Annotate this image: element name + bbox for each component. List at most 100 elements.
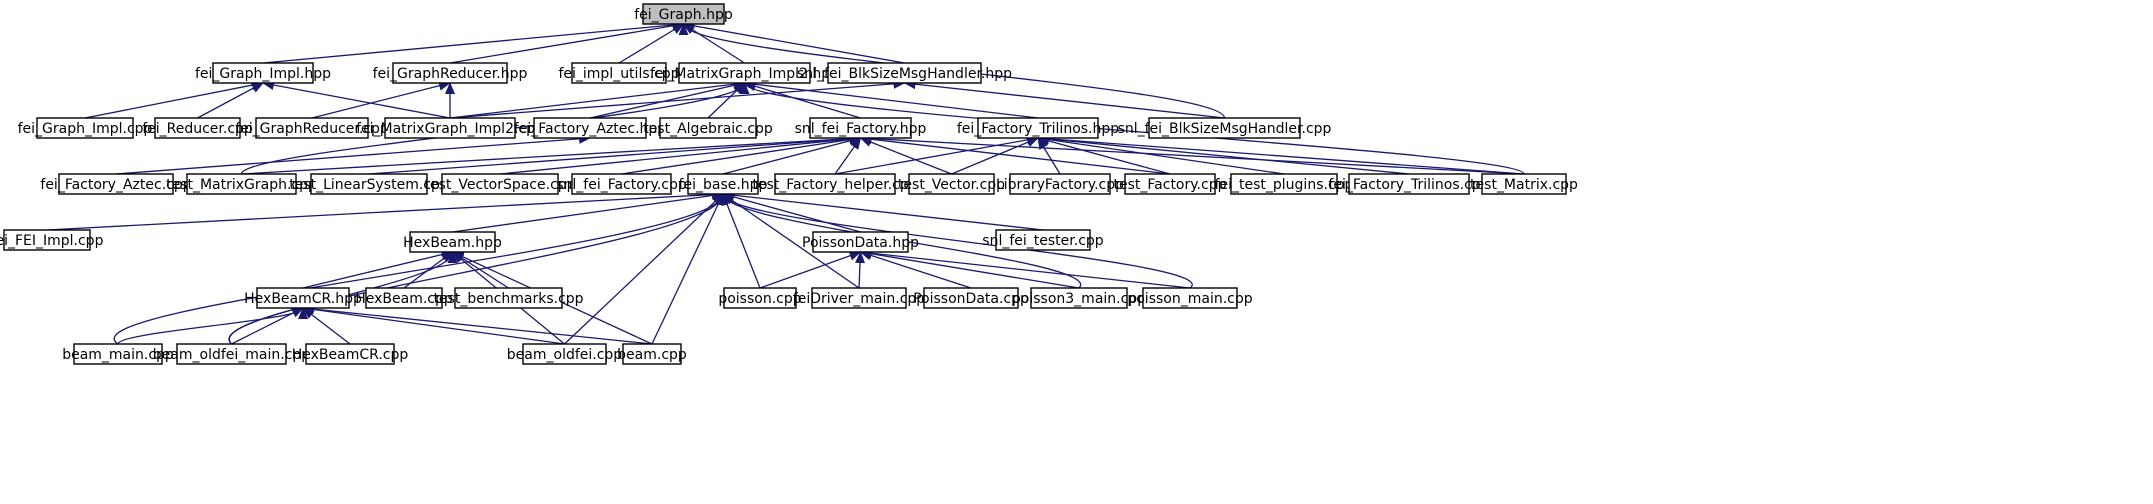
node-box [58,173,174,195]
node-poisson_main_cpp[interactable]: poisson_main.cpp [1127,287,1253,309]
node-beam_oldfei_cpp[interactable]: beam_oldfei.cpp [507,343,623,365]
node-box [642,3,725,25]
edge-fei_MatrixGraph_Impl2_cpp-to-fei_Graph_Impl_hpp [262,80,451,119]
node-box [811,287,907,309]
node-box [305,343,395,365]
edge-poisson_cpp-to-PoissonData_hpp [759,251,862,289]
edge-test_Factory_cpp-to-snl_fei_Factory_hpp [859,134,1171,175]
node-fei_MatrixGraph_Impl2_hpp[interactable]: fei_MatrixGraph_Impl2.hpp [650,62,839,84]
node-fei_Graph_hpp[interactable]: fei_Graph.hpp [634,3,733,25]
node-label: fei_Factory_Trilinos.cpp [1328,177,1489,193]
node-test_LinearSystem_cpp[interactable]: test_LinearSystem.cpp [289,173,449,195]
node-label: snl_fei_BlkSizeMsgHandler.hpp [797,66,1012,82]
node-label: test_Factory_helper.cpp [752,177,917,193]
node-box [723,287,797,309]
node-test_Factory_helper_cpp[interactable]: test_Factory_helper.cpp [752,173,918,195]
node-label: poisson.cpp [718,291,801,307]
node-test_Factory_cpp[interactable]: test_Factory.cpp [1114,173,1227,195]
node-beam_cpp[interactable]: beam.cpp [617,343,687,365]
node-box [571,173,672,195]
edge-beam_main_cpp-to-HexBeamCR_hpp [117,307,308,345]
node-fei_Factory_Aztec_hpp[interactable]: fei_Factory_Aztec.hpp [514,117,667,139]
node-label: snl_fei_tester.cpp [982,233,1103,249]
node-fei_Graph_Impl_cpp[interactable]: fei_Graph_Impl.cpp [18,117,153,139]
node-fei_base_hpp[interactable]: fei_base.hpp [679,173,768,195]
edge-fei_base_hpp-to-snl_fei_Factory_hpp [722,135,862,175]
edge-fei_GraphReducer_cpp-to-fei_GraphReducer_hpp [311,80,451,119]
node-snl_fei_tester_cpp[interactable]: snl_fei_tester.cpp [982,229,1104,251]
node-box [622,343,682,365]
node-test_Matrix_cpp[interactable]: test_Matrix.cpp [1470,173,1578,195]
node-snl_fei_BlkSizeMsgHandler_cpp[interactable]: snl_fei_BlkSizeMsgHandler.cpp [1118,117,1332,139]
node-label: fei_Graph.hpp [634,7,733,23]
node-label: snl_fei_BlkSizeMsgHandler.cpp [1118,121,1332,137]
node-label: fei_MatrixGraph_Impl2.hpp [650,66,839,82]
node-fei_Factory_Aztec_cpp[interactable]: fei_Factory_Aztec.cpp [40,173,192,195]
node-test_Vector_cpp[interactable]: test_Vector.cpp [898,173,1005,195]
edge-test_Vector_cpp-to-fei_Factory_Trilinos_hpp [951,137,1039,175]
node-box [176,343,287,365]
node-box [923,287,1019,309]
node-test_MatrixGraph_cpp[interactable]: test_MatrixGraph.cpp [166,173,317,195]
node-HexBeam_hpp[interactable]: HexBeam.hpp [403,231,502,253]
edge-snl_fei_BlkSizeMsgHandler_hpp-to-fei_Graph_hpp [682,20,905,64]
node-HexBeamCR_cpp[interactable]: HexBeamCR.cpp [292,343,409,365]
node-box [1124,173,1216,195]
node-fei_impl_utils_cpp[interactable]: fei_impl_utils.cpp [558,62,680,84]
node-beam_main_cpp[interactable]: beam_main.cpp [62,343,174,365]
edge-test_Matrix_cpp-to-fei_Factory_Trilinos_hpp [1037,133,1525,175]
node-label: HexBeam.hpp [403,235,502,251]
node-PoissonData_cpp[interactable]: PoissonData.cpp [913,287,1029,309]
node-box [774,173,896,195]
node-fei_Factory_Trilinos_hpp[interactable]: fei_Factory_Trilinos.hpp [957,117,1119,139]
node-fei_MatrixGraph_Impl2_cpp[interactable]: fei_MatrixGraph_Impl2.cpp [356,117,544,139]
node-label: test_Algebraic.cpp [643,121,773,137]
edge-snl_fei_tester_cpp-to-fei_base_hpp [722,190,1044,231]
node-snl_fei_Factory_hpp[interactable]: snl_fei_Factory.hpp [795,117,927,139]
node-box [212,62,314,84]
node-fei_GraphReducer_cpp[interactable]: fei_GraphReducer.cpp [235,117,389,139]
edge-fei_GraphReducer_hpp-to-fei_Graph_hpp [449,20,685,64]
node-HexBeam_cpp[interactable]: HexBeam.cpp [355,287,453,309]
edge-fei_impl_utils_cpp-to-fei_Graph_hpp [618,23,685,64]
node-box [1230,173,1338,195]
node-label: beam_main.cpp [62,347,174,363]
node-box [533,117,647,139]
node-fei_FEI_Impl_cpp[interactable]: fei_FEI_Impl.cpp [0,229,104,251]
node-test_VectorSpace_cpp[interactable]: test_VectorSpace.cpp [424,173,576,195]
node-LibraryFactory_cpp[interactable]: LibraryFactory.cpp [996,173,1124,195]
edge-beam_oldfei_cpp-to-HexBeamCR_hpp [302,304,565,345]
node-test_Algebraic_cpp[interactable]: test_Algebraic.cpp [643,117,773,139]
edge-test_Factory_cpp-to-fei_Factory_Trilinos_hpp [1037,136,1171,175]
node-label: test_VectorSpace.cpp [424,177,575,193]
edge-beam_oldfei_main_cpp-to-HexBeamCR_hpp [231,307,304,345]
edge-snl_fei_Factory_hpp-to-fei_MatrixGraph_Impl2_hpp [743,81,861,119]
node-fei_GraphReducer_hpp[interactable]: fei_GraphReducer.hpp [373,62,528,84]
node-label: poisson_main.cpp [1127,291,1252,307]
node-fei_Reducer_cpp[interactable]: fei_Reducer.cpp [142,117,253,139]
node-label: test_LinearSystem.cpp [289,177,449,193]
node-snl_fei_BlkSizeMsgHandler_hpp[interactable]: snl_fei_BlkSizeMsgHandler.hpp [797,62,1012,84]
node-snl_fei_Factory_cpp[interactable]: snl_fei_Factory.cpp [556,173,687,195]
node-label: feiDriver_main.cpp [793,291,926,307]
edge-fei_FEI_Impl_cpp-to-fei_base_hpp [46,189,724,231]
node-PoissonData_hpp[interactable]: PoissonData.hpp [802,231,919,253]
node-poisson_cpp[interactable]: poisson.cpp [718,287,802,309]
node-feiDriver_main_cpp[interactable]: feiDriver_main.cpp [793,287,926,309]
node-beam_oldfei_main_cpp[interactable]: beam_oldfei_main.cpp [153,343,311,365]
node-layer: fei_Graph.hpp fei_Graph_Impl.hpp fei_Graph… [0,3,1578,365]
edge-beam_cpp-to-HexBeamCR_hpp [302,304,653,345]
node-fei_Factory_Trilinos_cpp[interactable]: fei_Factory_Trilinos.cpp [1328,173,1490,195]
node-box [522,343,607,365]
node-label: fei_MatrixGraph_Impl2.cpp [356,121,544,137]
node-fei_Graph_Impl_hpp[interactable]: fei_Graph_Impl.hpp [195,62,331,84]
edge-test_LinearSystem_cpp-to-snl_fei_Factory_hpp [368,133,862,175]
node-label: HexBeamCR.hpp [244,291,362,307]
node-fei_test_plugins_cpp[interactable]: fei_test_plugins.cpp [1215,173,1354,195]
node-box [392,62,508,84]
node-box [571,62,667,84]
node-poisson3_main_cpp[interactable]: poisson3_main.cpp [1012,287,1146,309]
node-box [154,117,241,139]
node-test_benchmarks_cpp[interactable]: test_benchmarks.cpp [433,287,584,309]
node-HexBeamCR_hpp[interactable]: HexBeamCR.hpp [244,287,362,309]
